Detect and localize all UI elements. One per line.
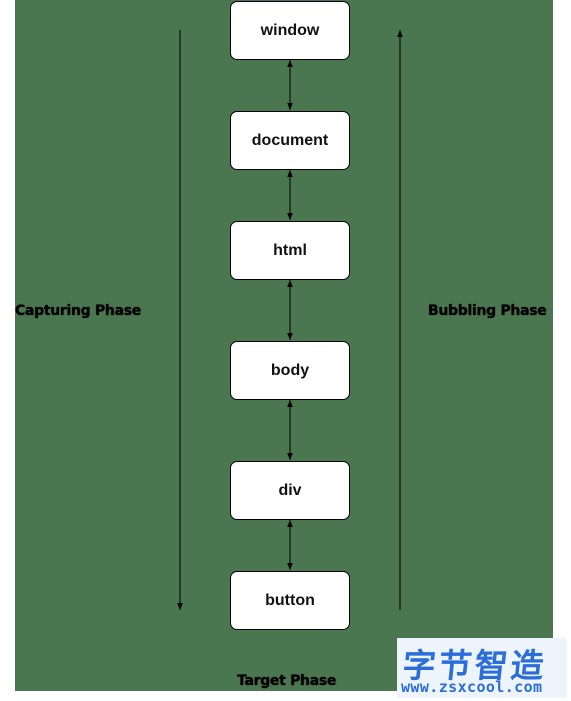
target-phase-label: Target Phase — [237, 673, 337, 689]
node-html-label: html — [273, 241, 307, 259]
node-body: body — [230, 341, 350, 400]
node-body-label: body — [270, 361, 310, 379]
node-div-label: div — [278, 481, 302, 499]
node-window: window — [230, 1, 350, 60]
node-html: html — [230, 221, 350, 280]
watermark-logo: 字节智造 www.zsxcool.com — [397, 638, 567, 698]
capturing-phase-label: Capturing Phase — [15, 303, 141, 319]
node-document-label: document — [251, 131, 329, 149]
bubbling-phase-label: Bubbling Phase — [428, 303, 547, 319]
node-button: button — [230, 571, 350, 630]
node-button-label: button — [265, 591, 315, 609]
watermark-url: www.zsxcool.com — [401, 678, 543, 696]
node-document: document — [230, 111, 350, 170]
node-div: div — [230, 461, 350, 520]
node-window-label: window — [260, 21, 320, 39]
